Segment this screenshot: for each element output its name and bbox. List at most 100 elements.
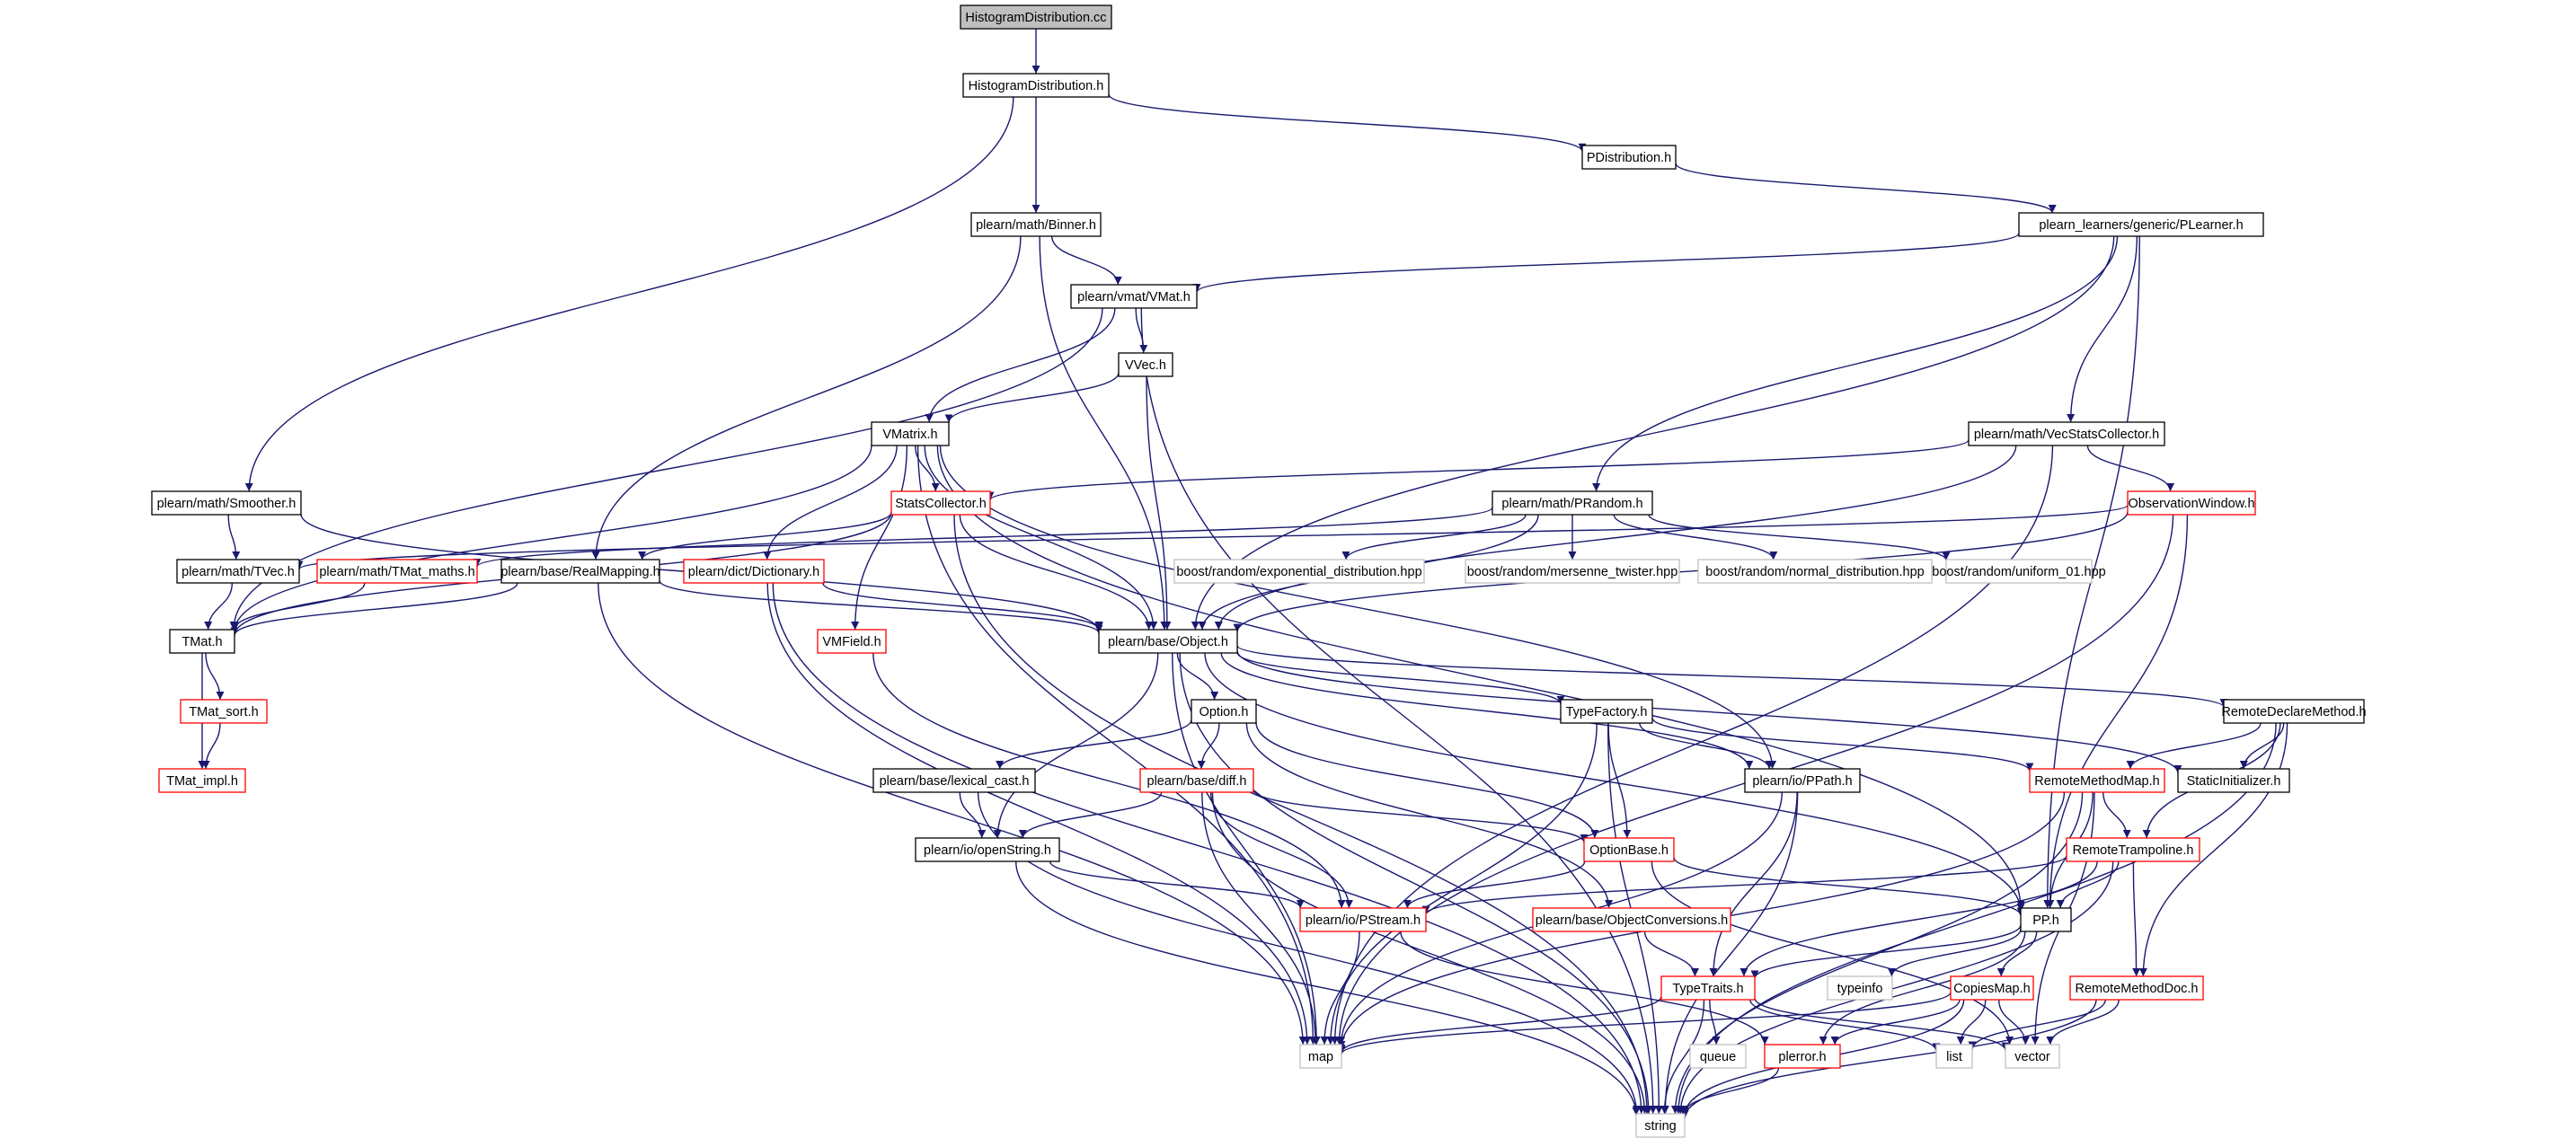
node-label: plearn/math/VecStatsCollector.h xyxy=(1974,428,2159,442)
node-remotetramp_h[interactable]: RemoteTrampoline.h xyxy=(2066,837,2200,862)
node-box xyxy=(1173,559,1425,584)
node-label: vector xyxy=(2014,1050,2050,1064)
node-diff_h[interactable]: plearn/base/diff.h xyxy=(1139,768,1254,793)
node-smoother_h[interactable]: plearn/math/Smoother.h xyxy=(151,490,302,516)
edge-prandom_h-to-exp_dist xyxy=(1341,514,1527,560)
edge-vmatrix_h-to-object_h xyxy=(924,445,1158,631)
node-plerror_h[interactable]: plerror.h xyxy=(1764,1044,1841,1069)
node-box xyxy=(151,490,302,516)
edge-binner_h-to-vmat_h xyxy=(1051,235,1122,286)
node-box xyxy=(316,559,478,584)
node-label: plearn/io/PStream.h xyxy=(1306,913,1421,928)
node-label: CopiesMap.h xyxy=(1953,982,2030,996)
node-typefactory_h[interactable]: TypeFactory.h xyxy=(1560,699,1653,724)
edge-diff_h-to-pstream_h xyxy=(1209,791,1353,909)
node-box xyxy=(1139,768,1254,793)
node-typeinfo: typeinfo xyxy=(1827,975,1893,1001)
node-box xyxy=(176,559,300,584)
node-histdist_h[interactable]: HistogramDistribution.h xyxy=(962,73,1110,98)
node-box xyxy=(915,837,1060,862)
node-tmat_sort_h[interactable]: TMat_sort.h xyxy=(180,699,268,724)
node-remotemethoddoc_h[interactable]: RemoteMethodDoc.h xyxy=(2069,975,2204,1001)
node-box xyxy=(962,73,1110,98)
edge-remotemethoddoc_h-to-vector xyxy=(2046,999,2120,1046)
node-box xyxy=(1299,907,1427,932)
node-queue: queue xyxy=(1689,1044,1747,1069)
node-copiesmap_h[interactable]: CopiesMap.h xyxy=(1950,975,2034,1001)
edge-plearner_h-to-prandom_h xyxy=(1592,235,2119,492)
node-box xyxy=(2177,768,2290,793)
node-box xyxy=(2127,490,2256,516)
node-tvec_h[interactable]: plearn/math/TVec.h xyxy=(176,559,300,584)
node-label: boost/random/mersenne_twister.hpp xyxy=(1467,565,1678,579)
node-object_h[interactable]: plearn/base/Object.h xyxy=(1098,629,1238,654)
node-label: typeinfo xyxy=(1837,982,1883,996)
edge-typetraits_h-to-map xyxy=(1337,995,1662,1054)
node-tmat_impl_h[interactable]: TMat_impl.h xyxy=(158,768,246,793)
node-label: PP.h xyxy=(2032,913,2059,928)
node-normal_dist: boost/random/normal_distribution.hpp xyxy=(1697,559,1933,584)
node-tmat_h[interactable]: TMat.h xyxy=(169,629,235,654)
node-vmfield_h[interactable]: VMField.h xyxy=(817,629,887,654)
node-plearner_h[interactable]: plearn_learners/generic/PLearner.h xyxy=(2018,212,2264,237)
node-remotedecl_h[interactable]: RemoteDeclareMethod.h xyxy=(2221,699,2367,724)
node-option_h[interactable]: Option.h xyxy=(1191,699,1257,724)
edge-remotemethodmap_h-to-remotetramp_h xyxy=(2102,791,2131,839)
node-box xyxy=(1492,490,1653,516)
node-typetraits_h[interactable]: TypeTraits.h xyxy=(1660,975,1756,1001)
node-binner_h[interactable]: plearn/math/Binner.h xyxy=(970,212,1102,237)
node-ppath_h[interactable]: plearn/io/PPath.h xyxy=(1744,768,1861,793)
node-root[interactable]: HistogramDistribution.cc xyxy=(960,4,1112,30)
node-label: PDistribution.h xyxy=(1587,151,1671,165)
node-vvec_h[interactable]: VVec.h xyxy=(1118,352,1173,377)
node-label: RemoteTrampoline.h xyxy=(2073,843,2194,858)
node-vmat_h[interactable]: plearn/vmat/VMat.h xyxy=(1070,284,1198,309)
edge-remotetramp_h-to-typetraits_h xyxy=(1739,860,2098,977)
node-label: plearn/math/TMat_maths.h xyxy=(319,565,474,579)
node-label: HistogramDistribution.cc xyxy=(965,11,1106,25)
node-statscoll_h[interactable]: StatsCollector.h xyxy=(890,490,991,516)
node-label: RemoteDeclareMethod.h xyxy=(2221,705,2366,719)
node-openstring_h[interactable]: plearn/io/openString.h xyxy=(915,837,1060,862)
node-optionbase_h[interactable]: OptionBase.h xyxy=(1583,837,1675,862)
node-pstream_h[interactable]: plearn/io/PStream.h xyxy=(1299,907,1427,932)
node-label: TMat.h xyxy=(181,635,222,649)
node-box xyxy=(1744,768,1861,793)
edge-obswindow_h-to-pp_h xyxy=(2046,514,2189,909)
node-label: plearn/math/TVec.h xyxy=(181,565,295,579)
node-pp_h[interactable]: PP.h xyxy=(2020,907,2072,932)
node-objconv_h[interactable]: plearn/base/ObjectConversions.h xyxy=(1532,907,1731,932)
edge-binner_h-to-object_h xyxy=(1039,235,1169,631)
node-lexical_cast_h[interactable]: plearn/base/lexical_cast.h xyxy=(872,768,1036,793)
edge-object_h-to-option_h xyxy=(1176,652,1219,701)
node-remotemethodmap_h[interactable]: RemoteMethodMap.h xyxy=(2029,768,2165,793)
node-dictionary_h[interactable]: plearn/dict/Dictionary.h xyxy=(683,559,825,584)
node-label: TMat_sort.h xyxy=(189,705,258,719)
node-label: plearn/base/RealMapping.h xyxy=(500,565,659,579)
node-staticinit_h[interactable]: StaticInitializer.h xyxy=(2177,768,2290,793)
edge-plerror_h-to-string xyxy=(1680,1067,1780,1115)
node-vecstats_h[interactable]: plearn/math/VecStatsCollector.h xyxy=(1968,421,2165,446)
node-tmat_maths_h[interactable]: plearn/math/TMat_maths.h xyxy=(316,559,478,584)
edge-tvec_h-to-tmat_h xyxy=(204,582,234,631)
edge-vmat_h-to-string xyxy=(1140,307,1658,1115)
node-label: map xyxy=(1308,1050,1333,1064)
edge-object_h-to-typefactory_h xyxy=(1236,652,1565,705)
node-realmapping_h[interactable]: plearn/base/RealMapping.h xyxy=(500,559,660,584)
edge-diff_h-to-map xyxy=(1201,791,1320,1046)
node-label: plearn/base/diff.h xyxy=(1147,774,1247,789)
node-pdistribution_h[interactable]: PDistribution.h xyxy=(1581,145,1677,170)
edge-smoother_h-to-tvec_h xyxy=(227,514,241,560)
node-box xyxy=(1635,1113,1686,1138)
edge-typefactory_h-to-optionbase_h xyxy=(1607,722,1632,839)
node-prandom_h[interactable]: plearn/math/PRandom.h xyxy=(1492,490,1653,516)
edge-openstring_h-to-string xyxy=(1015,860,1641,1116)
node-label: plearn/io/openString.h xyxy=(924,843,1051,858)
edge-optionbase_h-to-pstream_h xyxy=(1403,860,1586,909)
node-label: StaticInitializer.h xyxy=(2187,774,2281,789)
node-box xyxy=(2066,837,2200,862)
node-label: plerror.h xyxy=(1778,1050,1826,1064)
node-obswindow_h[interactable]: ObservationWindow.h xyxy=(2127,490,2256,516)
node-vmatrix_h[interactable]: VMatrix.h xyxy=(871,421,950,446)
node-box xyxy=(169,629,235,654)
